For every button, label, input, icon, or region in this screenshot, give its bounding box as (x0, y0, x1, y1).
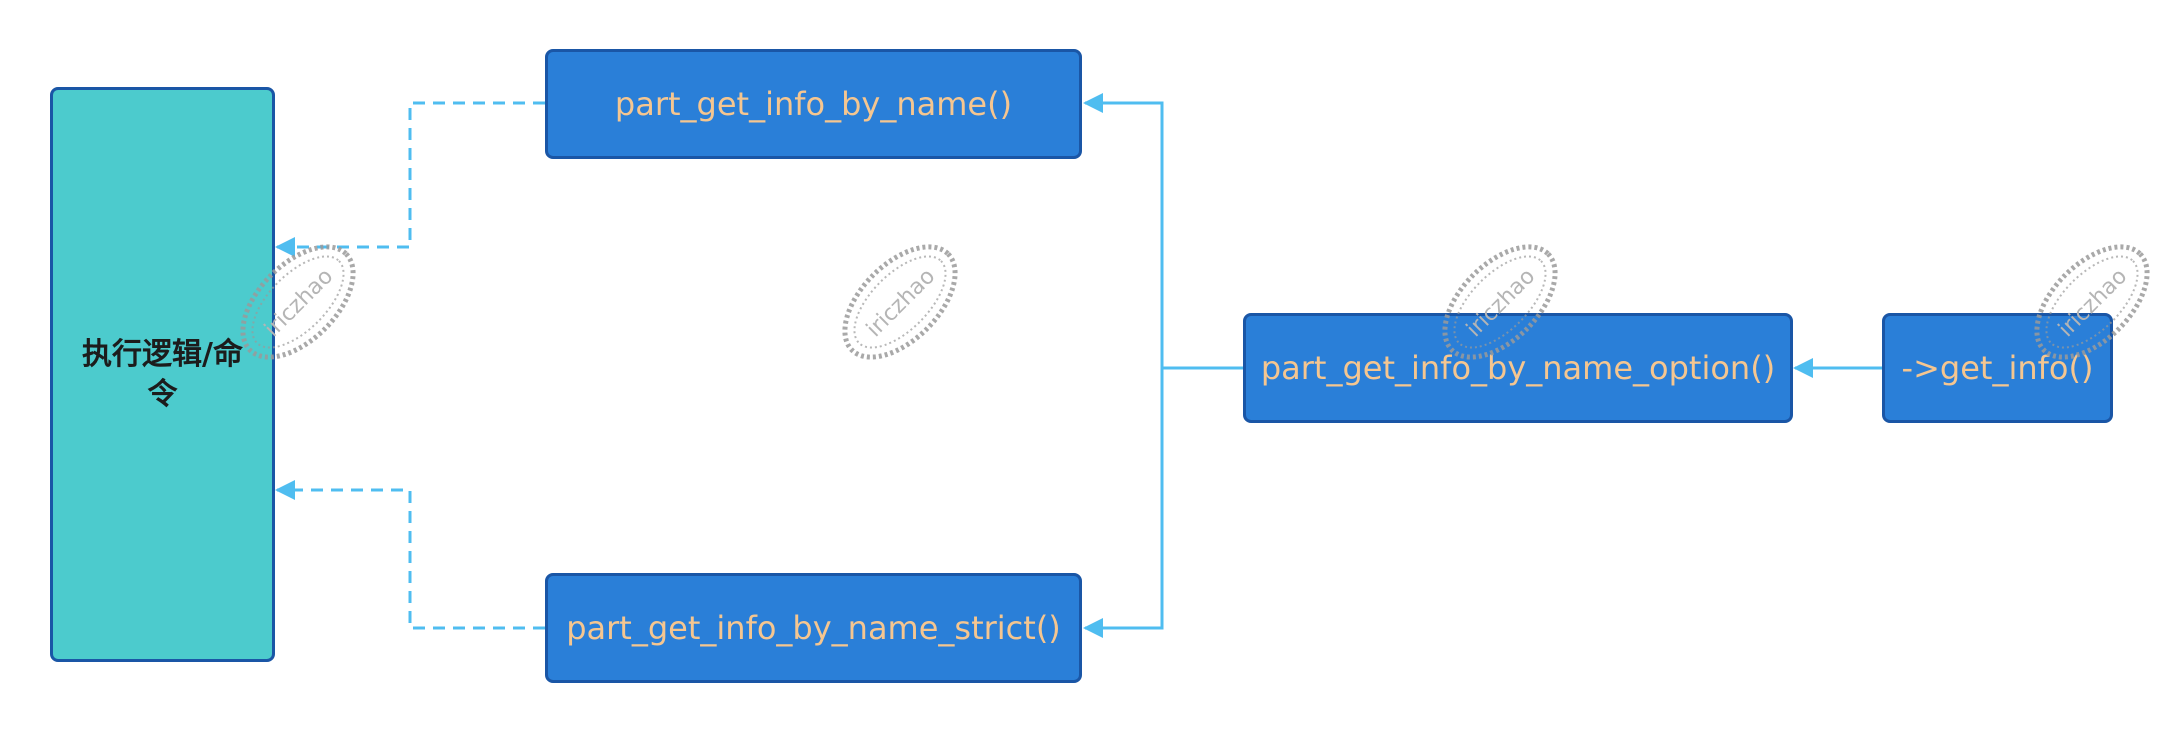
edge-option-to-by-name-strict (1083, 368, 1164, 638)
part-get-info-by-name-node[interactable]: part_get_info_by_name() (545, 49, 1082, 159)
part-get-info-by-name-label: part_get_info_by_name() (614, 85, 1013, 123)
get-info-node[interactable]: ->get_info() (1882, 313, 2113, 423)
part-get-info-by-name-option-label: part_get_info_by_name_option() (1260, 349, 1776, 387)
edge-by-name-to-exec (275, 101, 545, 257)
exec-logic-node[interactable]: 执行逻辑/命令 (50, 87, 275, 662)
part-get-info-by-name-option-node[interactable]: part_get_info_by_name_option() (1243, 313, 1793, 423)
edge-option-to-by-name (1083, 93, 1164, 368)
edge-by-name-strict-to-exec (275, 480, 545, 630)
part-get-info-by-name-strict-node[interactable]: part_get_info_by_name_strict() (545, 573, 1082, 683)
exec-logic-label: 执行逻辑/命令 (82, 336, 243, 412)
get-info-label: ->get_info() (1901, 349, 2094, 387)
part-get-info-by-name-strict-label: part_get_info_by_name_strict() (566, 609, 1061, 647)
